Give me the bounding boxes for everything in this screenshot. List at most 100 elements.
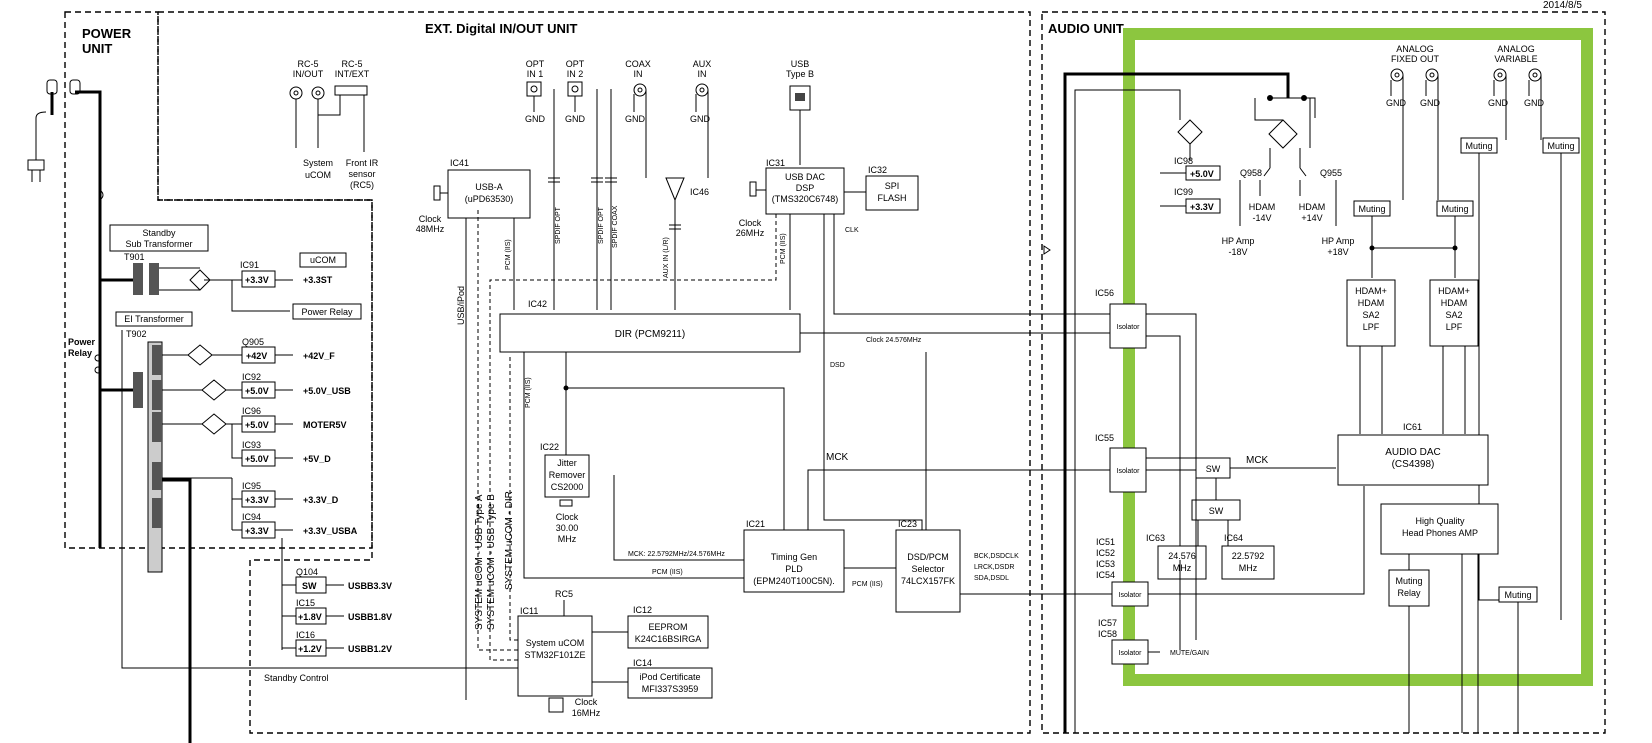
svg-text:DIR (PCM9211): DIR (PCM9211) xyxy=(615,329,685,340)
svg-text:+5V_D: +5V_D xyxy=(303,454,331,464)
regulator-rows: IC91 +3.3V uCOM +3.3ST Power Relay Q905 … xyxy=(162,252,392,657)
svg-text:GND: GND xyxy=(1386,98,1407,108)
svg-text:IC91: IC91 xyxy=(240,260,259,270)
svg-text:HDAM-14V: HDAM-14V xyxy=(1249,202,1276,223)
svg-text:GND: GND xyxy=(1488,98,1509,108)
svg-text:MCK: MCK xyxy=(826,452,849,463)
svg-text:Muting: Muting xyxy=(1465,141,1492,151)
power-relay-switch xyxy=(94,354,102,374)
svg-text:GND: GND xyxy=(1420,98,1441,108)
svg-text:+5.0V: +5.0V xyxy=(245,386,269,396)
svg-text:Q958: Q958 xyxy=(1240,168,1262,178)
svg-text:Muting: Muting xyxy=(1547,141,1574,151)
svg-text:MUTE/GAIN: MUTE/GAIN xyxy=(1170,650,1209,657)
svg-text:SW: SW xyxy=(302,581,317,591)
audio-unit-title: AUDIO UNIT xyxy=(1048,21,1124,36)
svg-text:SW: SW xyxy=(1206,464,1221,474)
standby-control-label: Standby Control xyxy=(264,673,329,683)
svg-text:IC46: IC46 xyxy=(690,187,709,197)
svg-text:IC96: IC96 xyxy=(242,406,261,416)
svg-text:IC93: IC93 xyxy=(242,440,261,450)
svg-text:AUDIO DAC(CS4398): AUDIO DAC(CS4398) xyxy=(1385,447,1441,470)
ac-inlet-icon xyxy=(27,79,104,548)
svg-text:GND: GND xyxy=(1524,98,1545,108)
svg-text:PCM (IIS): PCM (IIS) xyxy=(505,239,512,270)
svg-text:IC41: IC41 xyxy=(450,158,469,168)
svg-text:SYSTEM uCOM - USB Type A: SYSTEM uCOM - USB Type A xyxy=(474,494,485,630)
date-label: 2014/8/5 xyxy=(1543,0,1582,11)
svg-text:RC5: RC5 xyxy=(555,589,573,599)
svg-text:IC31: IC31 xyxy=(766,158,785,168)
svg-text:USB/iPod: USB/iPod xyxy=(456,286,466,325)
svg-text:MOTER5V: MOTER5V xyxy=(303,420,347,430)
svg-text:USB-A(uPD63530): USB-A(uPD63530) xyxy=(465,182,514,204)
svg-text:Muting: Muting xyxy=(1441,204,1468,214)
svg-text:IC15: IC15 xyxy=(296,598,315,608)
audio-power: IC98 +5.0V IC99 +3.3V Q958 Q955 HDAM-14V… xyxy=(1063,72,1354,733)
svg-text:GND: GND xyxy=(565,114,586,124)
svg-text:T902: T902 xyxy=(126,329,147,339)
svg-text:DSD: DSD xyxy=(830,362,845,369)
svg-text:+42V: +42V xyxy=(246,351,267,361)
svg-text:GND: GND xyxy=(690,114,711,124)
svg-text:Q905: Q905 xyxy=(242,337,264,347)
svg-text:Q104: Q104 xyxy=(296,567,318,577)
svg-text:IC16: IC16 xyxy=(296,630,315,640)
svg-text:SPDIF OPT: SPDIF OPT xyxy=(598,206,605,244)
svg-text:+3.3V: +3.3V xyxy=(245,526,269,536)
svg-text:Isolator: Isolator xyxy=(1119,592,1143,599)
svg-text:+5.0V: +5.0V xyxy=(1190,169,1214,179)
svg-text:USBB1.2V: USBB1.2V xyxy=(348,644,392,654)
svg-text:IC64: IC64 xyxy=(1224,533,1243,543)
svg-text:Isolator: Isolator xyxy=(1117,468,1141,475)
svg-text:IC21: IC21 xyxy=(746,519,765,529)
svg-text:SPDIF COAX: SPDIF COAX xyxy=(612,205,619,248)
svg-text:HP Amp-18V: HP Amp-18V xyxy=(1222,236,1255,257)
svg-text:SYSTEM uCOM - USB Type B: SYSTEM uCOM - USB Type B xyxy=(486,494,497,630)
svg-text:IC92: IC92 xyxy=(242,372,261,382)
svg-text:Power Relay: Power Relay xyxy=(301,307,353,317)
audio-board-outline xyxy=(1123,28,1593,686)
svg-text:SW: SW xyxy=(1209,506,1224,516)
svg-text:Isolator: Isolator xyxy=(1119,650,1143,657)
svg-text:+3.3V_USBA: +3.3V_USBA xyxy=(303,526,358,536)
svg-text:MCK: 22.5792MHz/24.576MHz: MCK: 22.5792MHz/24.576MHz xyxy=(628,551,725,558)
svg-text:PCM (IIS): PCM (IIS) xyxy=(652,569,683,576)
audio-unit-border xyxy=(1041,11,1606,734)
svg-text:+42V_F: +42V_F xyxy=(303,351,335,361)
svg-text:Muting: Muting xyxy=(1358,204,1385,214)
svg-text:EI Transformer: EI Transformer xyxy=(124,314,184,324)
svg-text:AUX IN (L/R): AUX IN (L/R) xyxy=(663,237,670,278)
svg-text:+1.2V: +1.2V xyxy=(298,644,322,654)
svg-text:CLK: CLK xyxy=(845,227,859,234)
svg-text:IC42: IC42 xyxy=(528,299,547,309)
svg-text:IC63: IC63 xyxy=(1146,533,1165,543)
